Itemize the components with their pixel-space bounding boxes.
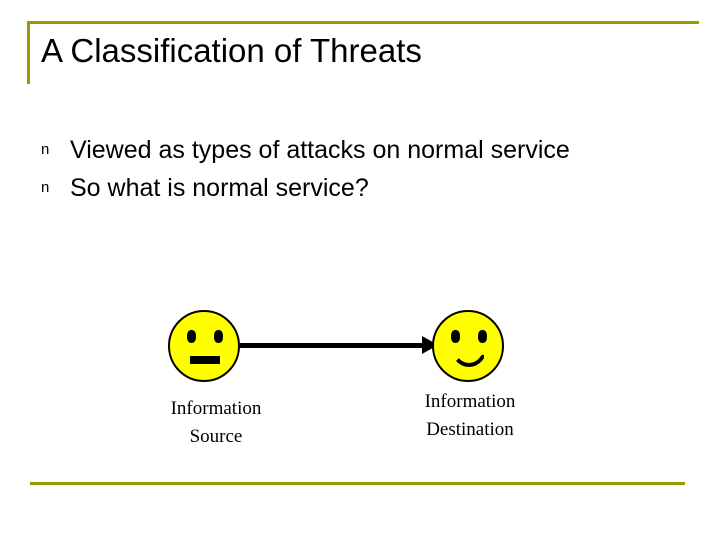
smile-mouth-icon [450,345,488,367]
caption-line: Source [189,426,243,447]
frame-left-rule [27,21,30,84]
bullet-marker-icon: n [41,179,50,196]
caption-line: Information [170,398,262,419]
information-source-caption: Information Source [118,395,314,451]
right-eye-icon [214,330,223,343]
page-title: A Classification of Threats [41,32,422,69]
bullet-list: n Viewed as types of attacks on normal s… [38,133,698,209]
right-eye-icon [478,330,487,343]
frame-bottom-rule [30,482,685,485]
bullet-text: Viewed as types of attacks on normal ser… [70,136,570,164]
left-eye-icon [451,330,460,343]
frame-top-rule [27,21,699,24]
information-destination-caption: Information Destination [382,388,558,444]
neutral-face-icon [168,310,240,382]
arrow-line [240,343,430,348]
left-eye-icon [187,330,196,343]
list-item: n So what is normal service? [38,171,698,205]
bullet-marker-icon: n [41,141,50,158]
bullet-text: So what is normal service? [70,174,369,202]
list-item: n Viewed as types of attacks on normal s… [38,133,698,167]
flat-mouth-icon [190,356,220,364]
smiling-face-icon [432,310,504,382]
caption-line: Destination [426,419,514,440]
caption-line: Information [424,391,516,412]
information-flow-diagram: Information Source Information Destinati… [130,300,590,470]
